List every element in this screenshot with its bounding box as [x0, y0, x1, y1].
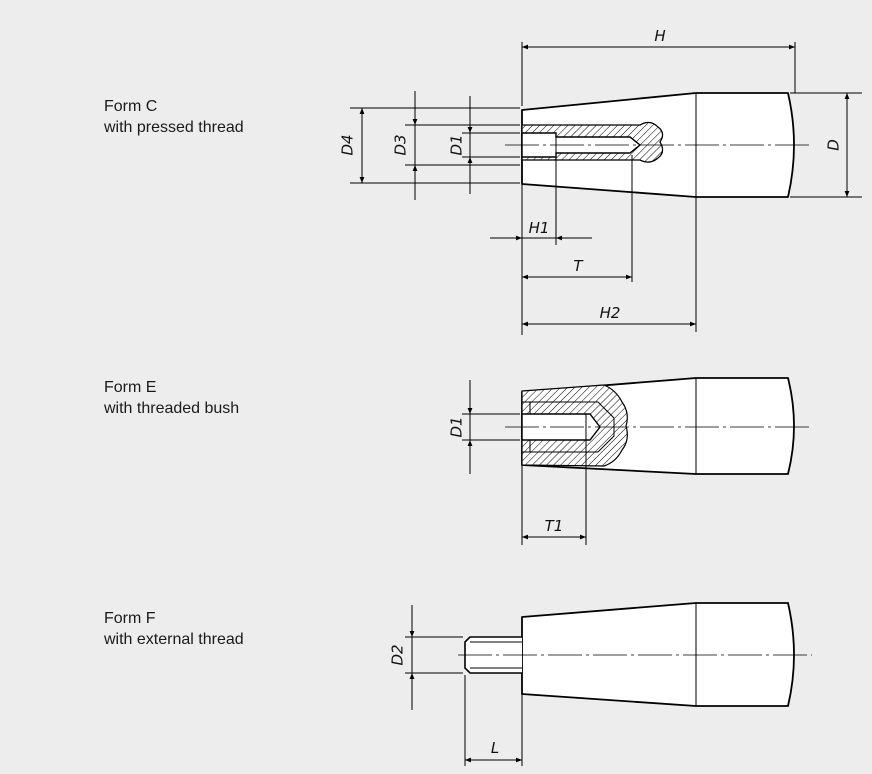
dim-h-label: H — [654, 27, 665, 45]
dim-d2-label: D2 — [389, 644, 407, 665]
form-e-label: Form E with threaded bush — [104, 377, 239, 419]
form-c-description: with pressed thread — [104, 119, 244, 136]
dim-t-label: T — [573, 257, 584, 275]
form-c-drawing: H D D4 D3 D1 — [339, 27, 862, 335]
form-c-name: Form C — [104, 98, 158, 115]
form-c-label: Form C with pressed thread — [104, 96, 244, 138]
dim-t1-label: T1 — [545, 517, 564, 535]
form-f-drawing: D2 L — [389, 602, 812, 766]
dim-d1-label: D1 — [448, 134, 466, 155]
dim-l-label: L — [491, 739, 499, 757]
form-f-description: with external thread — [104, 631, 244, 648]
dim-h2-label: H2 — [600, 304, 621, 322]
form-e-description: with threaded bush — [104, 400, 240, 417]
dim-d-label: D — [825, 139, 843, 151]
form-e-drawing: D1 T1 — [448, 377, 812, 545]
form-f-grip-body — [521, 602, 795, 707]
dim-h1-label: H1 — [529, 219, 550, 237]
form-c-break-line — [639, 121, 664, 163]
form-e-name: Form E — [104, 379, 157, 396]
form-f-label: Form F with external thread — [104, 608, 244, 650]
dim-d3-label: D3 — [392, 134, 410, 155]
form-f-name: Form F — [104, 610, 156, 627]
dim-e-d1-label: D1 — [448, 416, 466, 437]
dim-d4-label: D4 — [339, 134, 357, 155]
